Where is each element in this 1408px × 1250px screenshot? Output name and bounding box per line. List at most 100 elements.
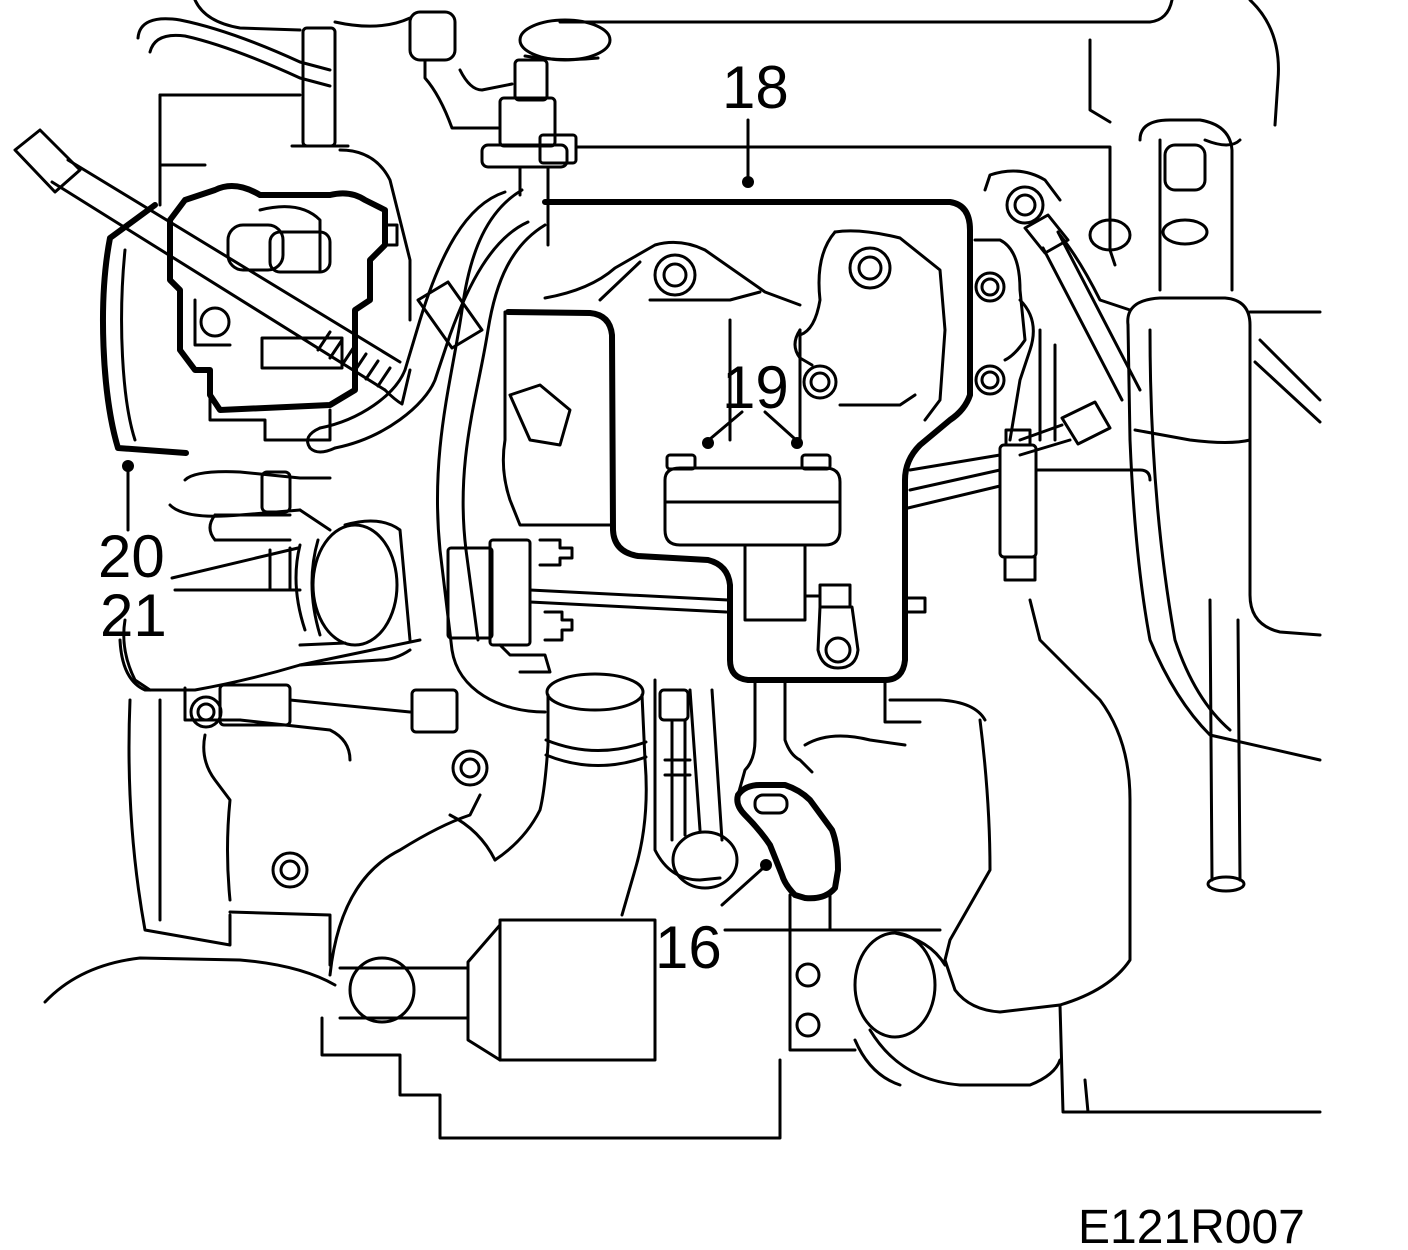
hose: [423, 58, 500, 130]
body-edge: [1148, 328, 1232, 732]
callout-21-label: 21: [100, 582, 167, 649]
frame-line: [1058, 1003, 1322, 1114]
large-hose: [493, 693, 550, 862]
block-edge: [183, 686, 242, 722]
bolt-hole: [795, 962, 821, 988]
hose: [298, 508, 332, 532]
callout-18-dot: [742, 176, 754, 188]
ground-lug-edge: [816, 605, 860, 670]
manifold-nut: [848, 246, 892, 290]
engine-edge: [1008, 298, 1035, 442]
wire: [523, 54, 600, 62]
vacuum-hose: [136, 17, 332, 72]
block-edge: [238, 718, 352, 762]
engine-edge: [803, 734, 907, 747]
block-edge: [298, 641, 347, 647]
tube-end: [1206, 875, 1246, 893]
hose-20: [183, 470, 332, 482]
dipstick-shaft: [50, 180, 387, 392]
sensor-housing: [998, 443, 1038, 559]
rod: [1041, 230, 1142, 402]
pipe: [338, 966, 470, 1020]
manifold-edge: [943, 598, 1132, 1014]
flange: [348, 956, 416, 1024]
body-edge: [1126, 323, 1322, 762]
manifold-stud: [809, 371, 831, 393]
pipe-bend: [671, 830, 739, 890]
hose-opening: [545, 672, 645, 712]
callout-20-dot: [122, 460, 134, 472]
callout-18-label: 18: [722, 54, 789, 121]
hose-21-clamp: [294, 538, 322, 637]
callout-21: 21: [100, 546, 300, 649]
wire-connector: [1060, 400, 1112, 446]
far-right-body: [1058, 118, 1322, 893]
engine-edge: [1248, 0, 1280, 127]
wire: [1018, 423, 1072, 457]
engine-edge: [158, 93, 207, 207]
bolt-head: [199, 306, 231, 338]
coolant-hoses: [306, 188, 730, 714]
engine-edge: [328, 793, 482, 977]
mounting-plate: [788, 893, 857, 1052]
hose-21-end: [311, 523, 399, 647]
callout-16-dot: [760, 859, 772, 871]
engine-edge: [973, 238, 1027, 362]
pipe: [670, 718, 687, 842]
sensor-wire: [528, 588, 730, 614]
hose-clamp: [416, 280, 484, 350]
bracket-arm: [736, 678, 757, 797]
catalyst-cone: [466, 923, 502, 1062]
hose-21: [268, 546, 292, 592]
sensor-cap: [1004, 428, 1032, 447]
bolt-core: [980, 277, 1000, 297]
bolt-core: [980, 370, 1000, 390]
bracket-line: [574, 145, 1117, 267]
callout-19-label: 19: [722, 354, 789, 421]
right-side-components: [803, 169, 1152, 747]
callout-21-leader: [170, 546, 300, 580]
callout-16-label: 16: [655, 914, 722, 981]
pipe: [688, 688, 724, 842]
connector: [508, 383, 572, 447]
body-edge: [1126, 296, 1322, 637]
shield-inner-edge: [728, 318, 802, 442]
block-edge: [202, 733, 232, 902]
bolt-hole: [795, 1012, 821, 1038]
hose-band: [544, 738, 648, 768]
callout-20-label: 20: [98, 523, 165, 590]
engine-edge: [1088, 38, 1112, 124]
manifold-stud: [857, 255, 883, 281]
hose: [333, 220, 530, 450]
connector-clip: [543, 610, 574, 642]
tube-clip: [1163, 143, 1207, 192]
wire: [906, 453, 1002, 510]
hose: [458, 68, 514, 92]
lower-middle-components: [189, 672, 942, 1052]
dipstick-shaft: [66, 158, 402, 364]
pipe: [653, 678, 722, 882]
manifold-nut: [802, 364, 838, 400]
sensor-body: [663, 466, 842, 547]
pipe: [1038, 328, 1057, 442]
tube: [1208, 598, 1242, 882]
engine-edge: [883, 678, 922, 724]
callout-18: 18: [722, 54, 789, 188]
hose-connector: [408, 10, 457, 62]
engine-edge: [888, 698, 987, 722]
connector-block: [488, 538, 532, 647]
body-edge: [228, 910, 332, 967]
heat-shield-outline: [505, 199, 973, 683]
ground-lug: [818, 583, 852, 609]
tube-ring: [1161, 218, 1209, 246]
body-edge: [1058, 233, 1132, 312]
hose: [435, 188, 547, 714]
throttle-body-outline: [167, 183, 388, 413]
engine-top-details: [136, 0, 1280, 267]
manifold-edge: [543, 240, 802, 307]
dipstick-rod: [13, 128, 412, 406]
engine-edge: [193, 298, 232, 347]
callout-19: 19: [702, 354, 803, 449]
sensor-base: [1003, 555, 1037, 582]
